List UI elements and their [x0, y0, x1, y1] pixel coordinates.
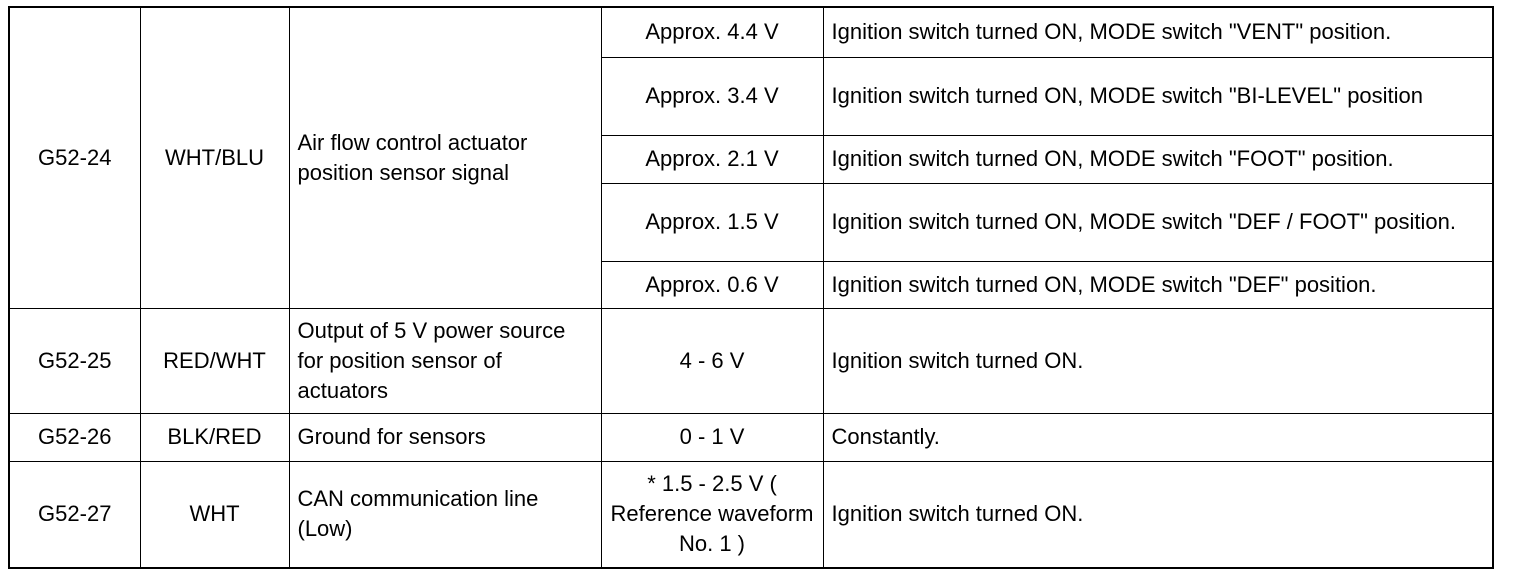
value-cell: Approx. 0.6 V	[600, 260, 824, 309]
terminal-cell: G52-24	[8, 6, 141, 309]
value-cell: Approx. 3.4 V	[600, 56, 824, 136]
value-cell: 4 - 6 V	[600, 307, 824, 414]
description-cell: Air flow control actuator position senso…	[288, 6, 602, 309]
condition-cell: Ignition switch turned ON, MODE switch "…	[822, 182, 1494, 262]
description-cell: Output of 5 V power source for position …	[288, 307, 602, 414]
description-cell: Ground for sensors	[288, 412, 602, 462]
value-cell: 0 - 1 V	[600, 412, 824, 462]
table-row: G52-26 BLK/RED Ground for sensors 0 - 1 …	[8, 412, 1494, 462]
table-row: Approx. 3.4 V Ignition switch turned ON,…	[9, 56, 1494, 136]
wire-color-cell: RED/WHT	[139, 307, 290, 414]
table-row: Approx. 0.6 V Ignition switch turned ON,…	[9, 260, 1494, 309]
wire-color-cell: WHT/BLU	[139, 6, 290, 309]
terminal-cell: G52-25	[8, 307, 141, 414]
condition-cell: Ignition switch turned ON, MODE switch "…	[822, 56, 1494, 136]
condition-cell: Ignition switch turned ON, MODE switch "…	[822, 6, 1494, 58]
condition-cell: Constantly.	[822, 412, 1494, 462]
value-cell: Approx. 1.5 V	[600, 182, 824, 262]
condition-cell: Ignition switch turned ON.	[822, 307, 1494, 414]
value-cell: Approx. 4.4 V	[600, 6, 824, 58]
table-row: G52-24 WHT/BLU Air flow control actuator…	[8, 6, 1494, 309]
table-row: G52-25 RED/WHT Output of 5 V power sourc…	[8, 307, 1494, 414]
table-row: G52-27 WHT CAN communication line (Low) …	[8, 460, 1494, 569]
description-cell: CAN communication line (Low)	[288, 460, 602, 569]
condition-cell: Ignition switch turned ON, MODE switch "…	[822, 134, 1494, 184]
value-cell: * 1.5 - 2.5 V ( Reference waveform No. 1…	[600, 460, 824, 569]
terminal-cell: G52-26	[8, 412, 141, 462]
table-row: Approx. 1.5 V Ignition switch turned ON,…	[9, 182, 1494, 262]
condition-cell: Ignition switch turned ON, MODE switch "…	[822, 260, 1494, 309]
terminal-spec-table: G52-24 WHT/BLU Air flow control actuator…	[8, 6, 1494, 569]
wire-color-cell: WHT	[139, 460, 290, 569]
terminal-cell: G52-27	[8, 460, 141, 569]
wire-color-cell: BLK/RED	[139, 412, 290, 462]
value-cell: Approx. 2.1 V	[600, 134, 824, 184]
condition-cell: Ignition switch turned ON.	[822, 460, 1494, 569]
